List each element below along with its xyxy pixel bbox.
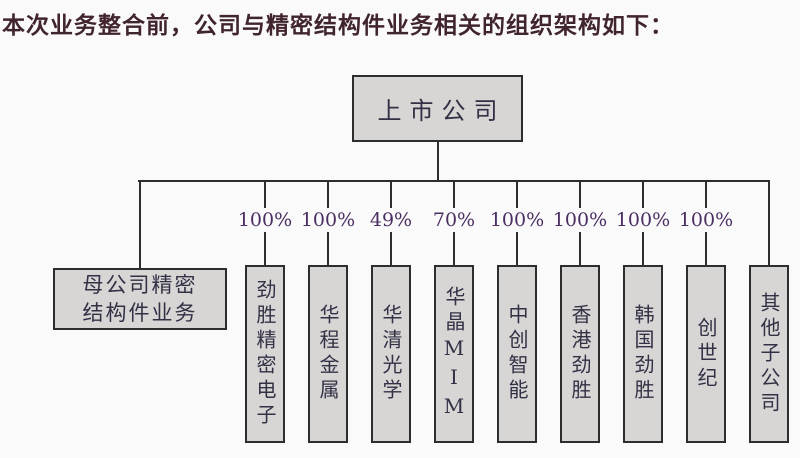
subsidiary-node-5: 香港劲胜 [560,265,600,443]
subsidiary-label-7: 创世纪 [694,316,718,392]
subsidiary-node-3: 华晶MIM [434,265,474,443]
parent-business-label: 母公司精密 结构件业务 [82,272,198,325]
subsidiary-node-4: 中创智能 [497,265,537,443]
subsidiary-label-4: 中创智能 [505,304,529,404]
subsidiary-node-1: 华程金属 [308,265,348,443]
subsidiary-label-0: 劲胜精密电子 [253,279,277,429]
root-node-label: 上市公司 [377,97,506,125]
page-title: 本次业务整合前，公司与精密结构件业务相关的组织架构如下： [2,12,674,39]
subsidiary-node-8: 其他子公司 [749,265,789,443]
subsidiary-label-5: 香港劲胜 [568,304,592,404]
connector-stem [437,142,439,180]
root-node: 上市公司 [352,75,523,142]
subsidiary-node-7: 创世纪 [686,265,726,443]
subsidiary-label-3: 华晶MIM [442,285,466,423]
ownership-label-5: 100% [552,208,608,232]
subsidiary-node-0: 劲胜精密电子 [245,265,285,443]
connector-drop-parent [139,180,141,268]
subsidiary-label-8: 其他子公司 [757,291,781,417]
connector-drop-8 [768,180,770,265]
ownership-label-6: 100% [615,208,671,232]
ownership-label-7: 100% [678,208,734,232]
ownership-label-0: 100% [237,208,293,232]
subsidiary-label-1: 华程金属 [316,304,340,404]
subsidiary-label-6: 韩国劲胜 [631,304,655,404]
ownership-label-4: 100% [489,208,545,232]
ownership-label-1: 100% [300,208,356,232]
parent-business-node: 母公司精密 结构件业务 [53,268,227,330]
subsidiary-label-2: 华清光学 [379,304,403,404]
ownership-label-3: 70% [426,208,482,232]
ownership-label-2: 49% [363,208,419,232]
subsidiary-node-6: 韩国劲胜 [623,265,663,443]
subsidiary-node-2: 华清光学 [371,265,411,443]
